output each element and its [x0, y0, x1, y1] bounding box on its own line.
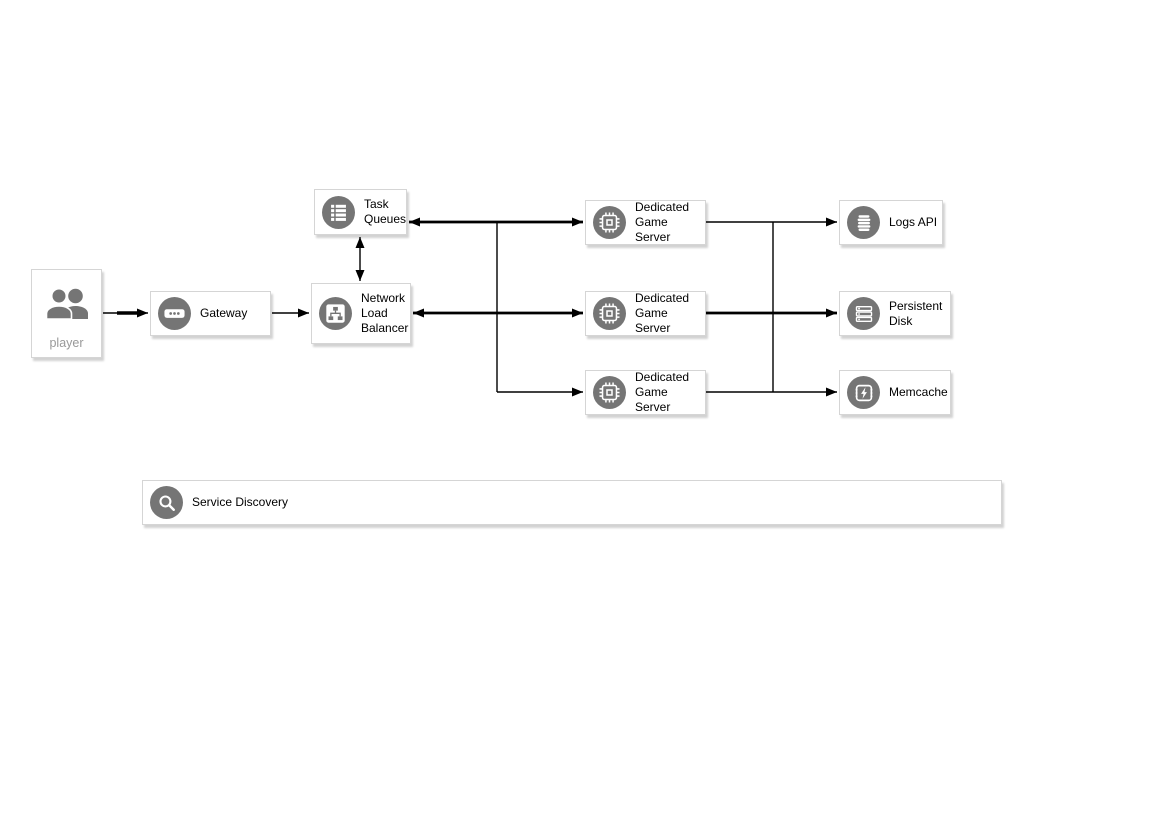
- node-label-logs-api: Logs API: [889, 215, 938, 229]
- node-label-game-server-2: Dedicated Game Server: [635, 291, 690, 335]
- node-label-game-server-3: Dedicated Game Server: [635, 370, 690, 414]
- disk-icon: [847, 297, 880, 330]
- search-icon: [150, 486, 183, 519]
- node-persistent-disk[interactable]: Persistent Disk: [839, 291, 951, 336]
- node-task-queues[interactable]: Task Queues: [314, 189, 407, 235]
- gateway-icon: [158, 297, 191, 330]
- chip-icon: [593, 297, 626, 330]
- node-player[interactable]: player: [31, 269, 102, 358]
- node-label-memcache: Memcache: [889, 385, 948, 399]
- load-balancer-icon: [319, 297, 352, 330]
- node-label-gateway: Gateway: [200, 306, 248, 320]
- node-label-player: player: [49, 336, 84, 350]
- memcache-icon: [847, 376, 880, 409]
- node-label-persistent-disk: Persistent Disk: [889, 298, 943, 328]
- node-service-discovery[interactable]: Service Discovery: [142, 480, 1002, 525]
- node-label-task-queues: Task Queues: [364, 197, 407, 226]
- node-memcache[interactable]: Memcache: [839, 370, 951, 415]
- node-logs-api[interactable]: Logs API: [839, 200, 943, 245]
- node-label-network-load-balancer: Network Load Balancer: [361, 291, 409, 335]
- chip-icon: [593, 206, 626, 239]
- node-gateway[interactable]: Gateway: [150, 291, 271, 336]
- node-game-server-2[interactable]: Dedicated Game Server: [585, 291, 706, 336]
- users-icon: [44, 287, 90, 325]
- node-game-server-3[interactable]: Dedicated Game Server: [585, 370, 706, 415]
- chip-icon: [593, 376, 626, 409]
- node-game-server-1[interactable]: Dedicated Game Server: [585, 200, 706, 245]
- logs-icon: [847, 206, 880, 239]
- task-queues-icon: [322, 195, 355, 229]
- node-label-service-discovery: Service Discovery: [192, 495, 289, 509]
- node-label-game-server-1: Dedicated Game Server: [635, 200, 690, 244]
- node-network-load-balancer[interactable]: Network Load Balancer: [311, 283, 411, 344]
